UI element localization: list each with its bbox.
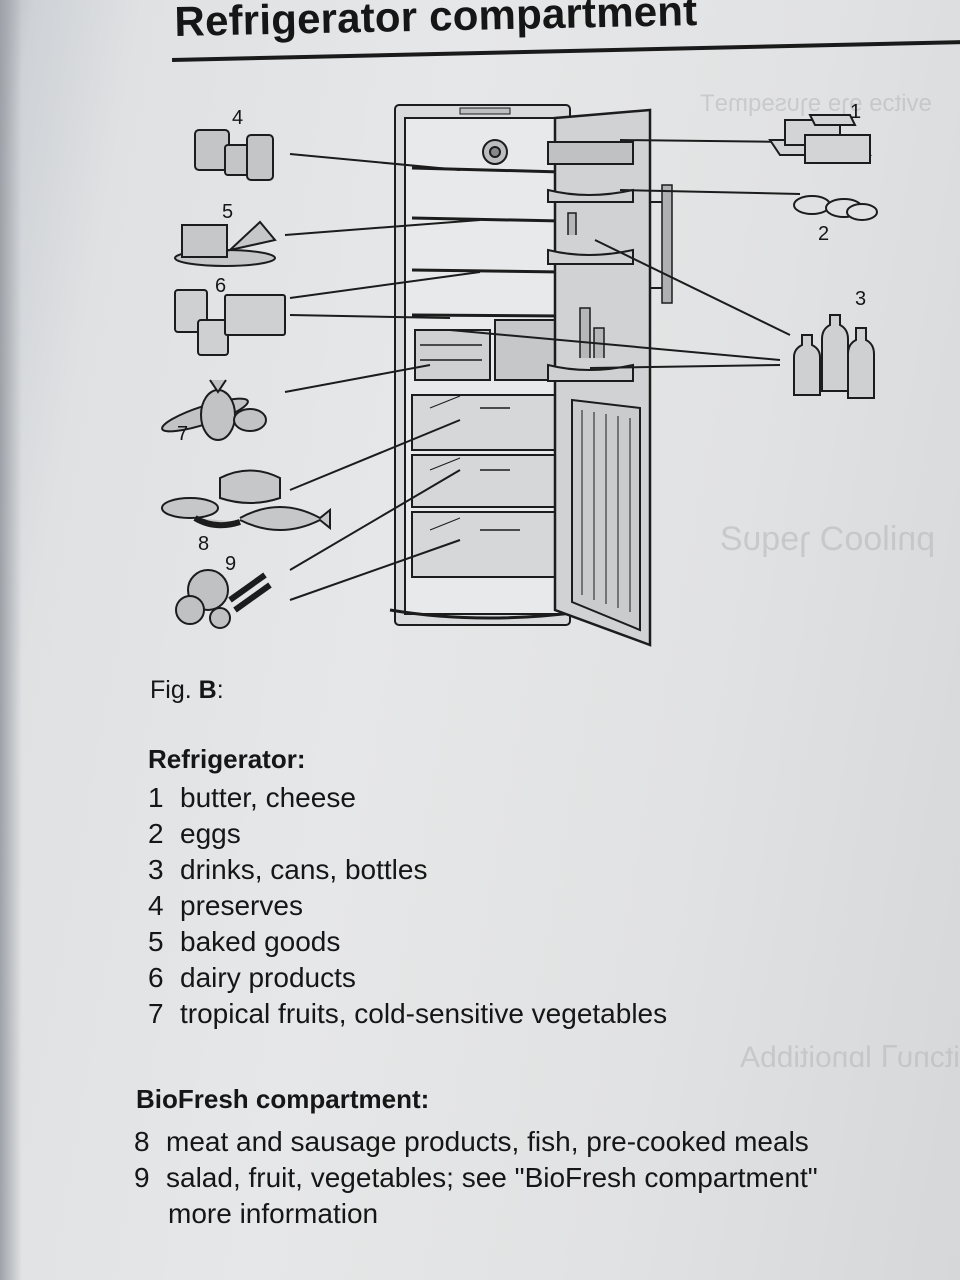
eggs-icon	[793, 195, 878, 221]
fridge-diagram: 4 5 6 7 8 9 1 2 3	[161, 101, 878, 647]
callout-8: 8	[198, 533, 209, 555]
bottles-icon	[793, 314, 875, 399]
callout-1: 1	[850, 101, 861, 123]
vegetables-icon	[175, 569, 272, 629]
dairy-products-icon	[174, 289, 286, 356]
butter-cheese-icon	[768, 114, 872, 164]
figure-caption: Fig. B:	[150, 676, 224, 704]
page-binding-shadow	[0, 0, 22, 1280]
meat-fish-icon	[161, 469, 331, 531]
storage-boxes	[414, 319, 561, 381]
biofresh-heading: BioFresh compartment:	[136, 1084, 430, 1114]
page-title: Refrigerator compartment	[174, 0, 698, 45]
callout-5: 5	[222, 201, 233, 223]
baked-goods-icon	[174, 220, 277, 267]
leader-lines	[284, 139, 801, 601]
callout-7: 7	[177, 423, 188, 445]
biofresh-drawers	[411, 394, 563, 578]
refrigerator-heading: Refrigerator:	[148, 744, 306, 774]
preserves-icon	[194, 129, 274, 181]
callout-4: 4	[232, 107, 243, 129]
tropical-fruits-icon	[161, 379, 267, 441]
callout-2: 2	[818, 223, 829, 245]
callout-6: 6	[215, 275, 226, 297]
callout-9: 9	[225, 553, 236, 575]
bleed-through-text: noitɔnυ⅂ lɒnoitibbA	[740, 1041, 960, 1074]
callout-3: 3	[855, 288, 866, 310]
